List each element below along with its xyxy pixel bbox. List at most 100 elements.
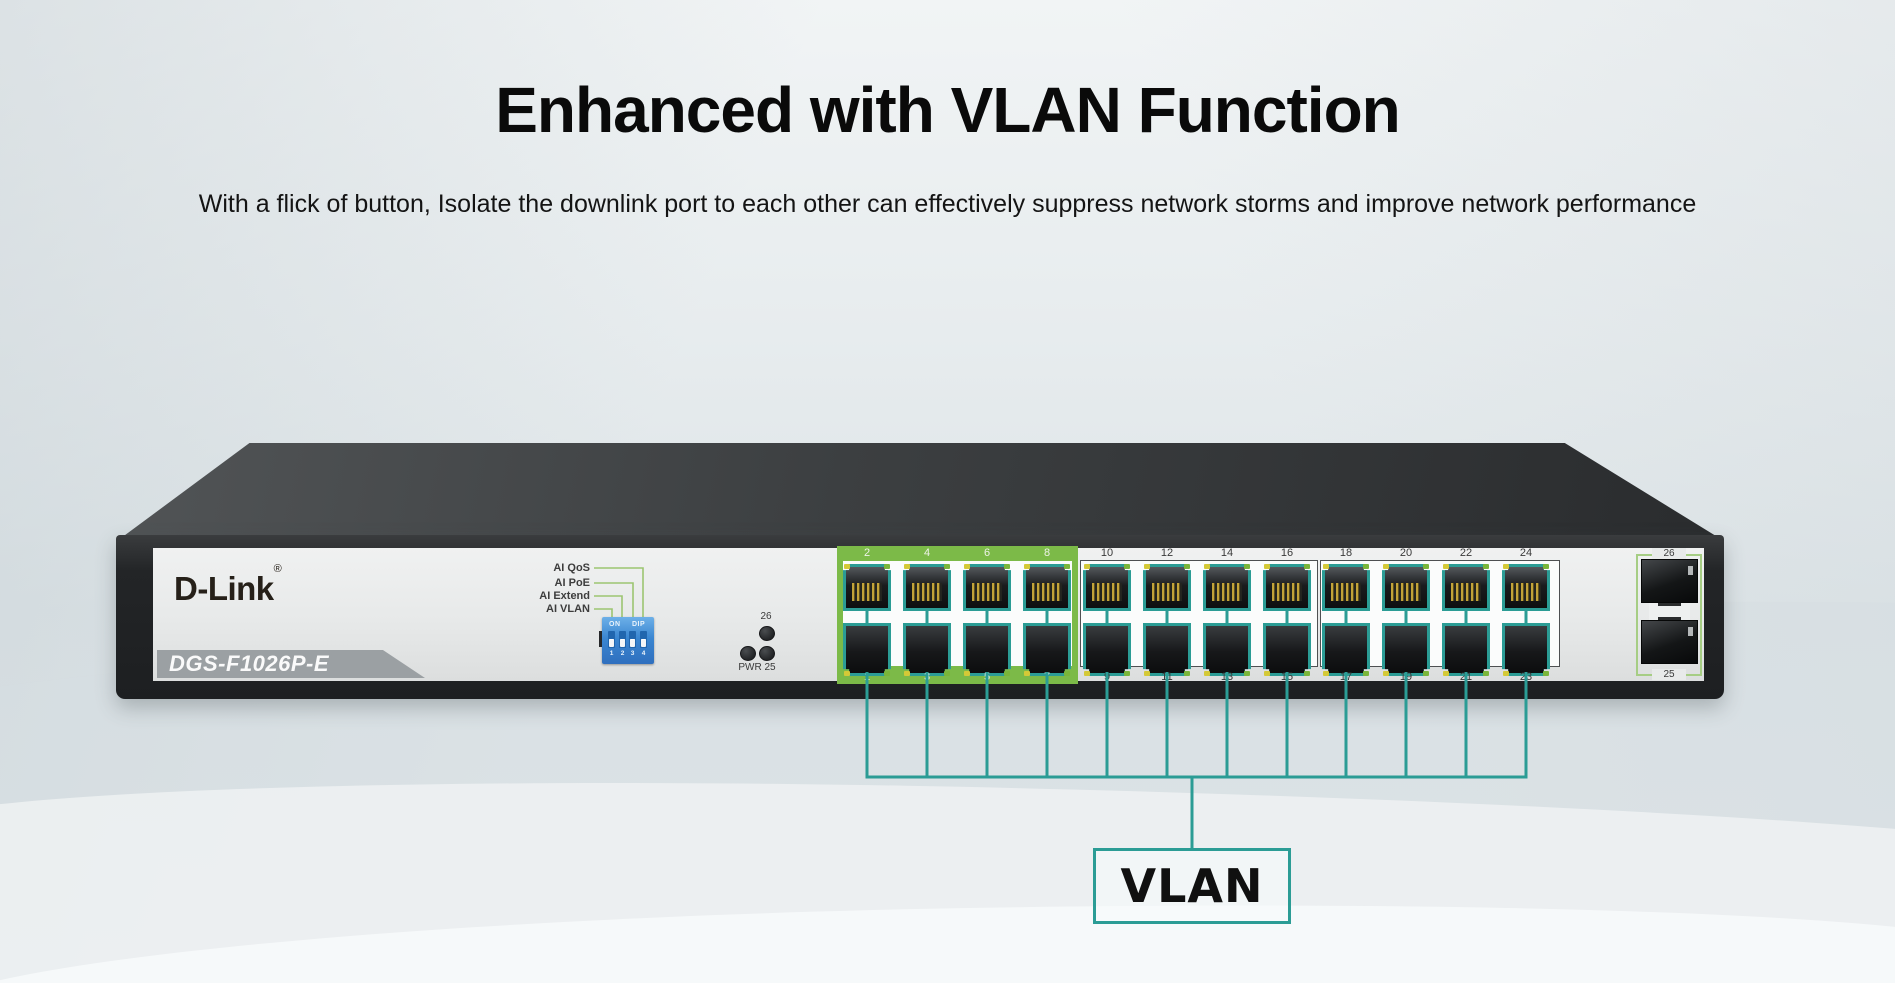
port-led-icon	[1004, 564, 1010, 569]
vlan-box: VLAN	[1093, 848, 1291, 924]
port-led-icon	[1323, 564, 1329, 569]
rj45-jack	[1382, 564, 1430, 611]
rj45-jack	[903, 564, 951, 611]
sfp-cage-26	[1641, 559, 1698, 603]
led-indicator-icon	[759, 646, 775, 661]
ethernet-port-top	[1143, 564, 1191, 611]
port-led-icon	[1184, 564, 1190, 569]
dip-toggle-2	[619, 631, 626, 648]
led-indicator-icon	[740, 646, 756, 661]
ethernet-port-bottom	[1083, 623, 1131, 676]
rj45-jack	[1442, 623, 1490, 676]
led-label-26: 26	[760, 611, 772, 622]
port-led-icon	[1084, 564, 1090, 569]
ethernet-port-bottom	[1023, 623, 1071, 676]
dip-on-label: ON	[609, 621, 621, 628]
port-led-icon	[1064, 564, 1070, 569]
brand-text: D-Link	[174, 570, 274, 607]
port-led-icon	[844, 564, 850, 569]
led-indicator-icon	[759, 626, 775, 641]
dip-dip-label: DIP	[632, 621, 646, 628]
port-number-top: 6	[983, 547, 991, 559]
sfp-label-25: 25	[1652, 669, 1686, 680]
port-led-icon	[1144, 564, 1150, 569]
rj45-jack	[1502, 623, 1550, 676]
port-number-top: 4	[923, 547, 931, 559]
port-number-top: 10	[1100, 547, 1114, 559]
rj45-jack	[1023, 564, 1071, 611]
ethernet-port-top	[1442, 564, 1490, 611]
ethernet-port-top	[1203, 564, 1251, 611]
sfp-latch	[1649, 603, 1690, 620]
port-led-icon	[1124, 671, 1130, 676]
ethernet-port-top	[843, 564, 891, 611]
ethernet-port-bottom	[843, 623, 891, 676]
port-led-icon	[1204, 671, 1210, 676]
rj45-jack	[1143, 623, 1191, 676]
label-ai-vlan: AI VLAN	[546, 603, 590, 615]
port-led-icon	[1244, 564, 1250, 569]
model-number: DGS-F1026P-E	[169, 651, 330, 676]
rj45-jack	[1442, 564, 1490, 611]
port-led-icon	[964, 671, 970, 676]
model-band: DGS-F1026P-E	[157, 650, 425, 678]
port-led-icon	[1024, 564, 1030, 569]
dip-toggle-1	[608, 631, 615, 648]
rj45-jack	[1203, 623, 1251, 676]
label-ai-extend: AI Extend	[539, 590, 590, 602]
port-led-icon	[904, 564, 910, 569]
port-led-icon	[1383, 671, 1389, 676]
dlink-logo: D-Link®	[174, 563, 282, 608]
led-label-pwr-25: PWR 25	[738, 662, 776, 673]
port-led-icon	[1363, 564, 1369, 569]
page-title: Enhanced with VLAN Function	[495, 74, 1401, 146]
rj45-jack	[1203, 564, 1251, 611]
ethernet-port-top	[1382, 564, 1430, 611]
port-led-icon	[1423, 564, 1429, 569]
ethernet-port-bottom	[1203, 623, 1251, 676]
rj45-jack	[1023, 623, 1071, 676]
port-number-top: 24	[1519, 547, 1533, 559]
rj45-jack	[1263, 564, 1311, 611]
port-number-top: 12	[1160, 547, 1174, 559]
switch-top-surface	[122, 443, 1718, 537]
ethernet-port-top	[1263, 564, 1311, 611]
port-led-icon	[1304, 564, 1310, 569]
port-led-icon	[944, 671, 950, 676]
dip-switch: ON DIP 1 2 3 4	[599, 617, 654, 664]
port-led-icon	[884, 564, 890, 569]
port-led-icon	[1304, 671, 1310, 676]
rj45-jack	[1322, 564, 1370, 611]
vlan-box-label: VLAN	[1120, 859, 1264, 913]
port-led-icon	[904, 671, 910, 676]
port-number-top: 14	[1220, 547, 1234, 559]
page-subtitle: With a flick of button, Isolate the down…	[198, 190, 1697, 218]
rj45-jack	[1382, 623, 1430, 676]
port-led-icon	[1184, 671, 1190, 676]
rj45-jack	[1143, 564, 1191, 611]
dip-number: 3	[630, 650, 635, 657]
port-number-top: 20	[1399, 547, 1413, 559]
ethernet-port-top	[1322, 564, 1370, 611]
ethernet-port-bottom	[903, 623, 951, 676]
rj45-jack	[1083, 623, 1131, 676]
port-led-icon	[1443, 564, 1449, 569]
rj45-jack	[1502, 564, 1550, 611]
rj45-jack	[963, 564, 1011, 611]
port-led-icon	[1264, 671, 1270, 676]
sfp-cage-25	[1641, 620, 1698, 664]
ethernet-port-top	[963, 564, 1011, 611]
rj45-jack	[843, 623, 891, 676]
port-led-icon	[1323, 671, 1329, 676]
rj45-jack	[1322, 623, 1370, 676]
port-led-icon	[1244, 671, 1250, 676]
port-led-icon	[1064, 671, 1070, 676]
